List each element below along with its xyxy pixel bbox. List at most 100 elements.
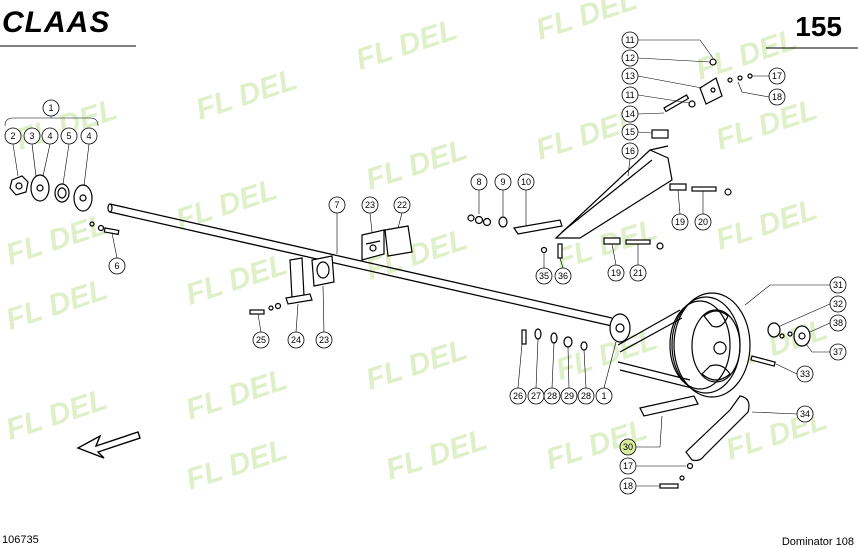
callout-c33: 33 — [796, 365, 814, 383]
callout-label: 31 — [833, 280, 843, 290]
washer-set-8-9 — [467, 214, 508, 228]
hub-parts — [767, 322, 811, 347]
callout-circle — [621, 105, 639, 123]
exploded-view — [4, 39, 831, 489]
callout-circle — [108, 257, 126, 275]
callout-circle — [607, 264, 625, 282]
callout-label: 2 — [10, 131, 15, 141]
callout-c16: 16 — [621, 142, 639, 160]
callout-c31: 31 — [829, 276, 847, 294]
watermark-text: FL DEL — [712, 193, 822, 257]
watermark-text: FL DEL — [382, 423, 492, 487]
callout-circle — [287, 331, 305, 349]
callout-c28a: 28 — [543, 387, 561, 405]
callout-circle — [4, 127, 22, 145]
watermark-text: FL DEL — [182, 248, 292, 312]
callout-circle — [543, 387, 561, 405]
callout-c3: 3 — [23, 127, 41, 145]
callout-label: 4 — [47, 131, 52, 141]
callout-circle — [796, 405, 814, 423]
callout-label: 14 — [625, 109, 635, 119]
callout-circle — [509, 387, 527, 405]
callout-label: 22 — [397, 200, 407, 210]
callout-c34: 34 — [796, 405, 814, 423]
callout-c25: 25 — [252, 331, 270, 349]
watermark-text: FL DEL — [192, 63, 302, 127]
page-number: 155 — [795, 11, 842, 42]
callout-label: 1 — [48, 103, 53, 113]
callout-c38: 38 — [829, 314, 847, 332]
callout-c26: 26 — [509, 387, 527, 405]
callout-label: 23 — [319, 335, 329, 345]
callout-label: 21 — [633, 268, 643, 278]
callout-label: 30 — [623, 442, 633, 452]
callout-label: 33 — [800, 369, 810, 379]
group-bracket-1 — [4, 117, 99, 127]
callout-c20: 20 — [694, 213, 712, 231]
callout-circle — [595, 387, 613, 405]
footer-reference: 106735 — [2, 534, 39, 546]
callout-label: 15 — [625, 127, 635, 137]
callout-circle — [619, 457, 637, 475]
bolt-6 — [89, 221, 120, 236]
callout-c11b: 11 — [621, 86, 639, 104]
nut-18 — [679, 475, 685, 481]
washer-17 — [686, 462, 694, 470]
callout-label: 19 — [675, 217, 685, 227]
callout-label: 3 — [29, 131, 34, 141]
callout-c8: 8 — [470, 173, 488, 191]
callout-c12: 12 — [621, 49, 639, 67]
callout-c4a: 4 — [41, 127, 59, 145]
callout-c2: 2 — [4, 127, 22, 145]
callout-c23a: 23 — [361, 196, 379, 214]
callout-label: 6 — [114, 261, 119, 271]
callout-c35: 35 — [535, 267, 553, 285]
callout-c17b: 17 — [619, 457, 637, 475]
bearing-housing-23 — [361, 225, 413, 261]
callout-c32: 32 — [829, 295, 847, 313]
watermark-text: FL DEL — [182, 363, 292, 427]
callout-c30: 30 — [619, 438, 637, 456]
callout-circle — [315, 331, 333, 349]
callout-circle — [796, 365, 814, 383]
callout-c7: 7 — [328, 196, 346, 214]
callout-label: 17 — [772, 71, 782, 81]
callout-label: 13 — [625, 71, 635, 81]
callout-label: 18 — [623, 481, 633, 491]
watermark-text: FL DEL — [552, 213, 662, 277]
watermark-text: FL DEL — [362, 133, 472, 197]
callout-c15: 15 — [621, 123, 639, 141]
callout-c19a: 19 — [671, 213, 689, 231]
callout-circle — [621, 142, 639, 160]
shield-34 — [685, 395, 750, 462]
callout-c10: 10 — [517, 173, 535, 191]
callout-label: 17 — [623, 461, 633, 471]
bolt-18 — [659, 483, 679, 489]
callout-circle — [494, 173, 512, 191]
bolt-33 — [750, 355, 776, 367]
spacer-bolts-19-20 — [603, 183, 732, 250]
bracket-arm-16 — [554, 145, 673, 239]
washer-35 — [540, 246, 548, 254]
callout-c17a: 17 — [768, 67, 786, 85]
callout-c28b: 28 — [577, 387, 595, 405]
watermark-text: FL DEL — [12, 93, 122, 157]
callout-c4b: 4 — [80, 127, 98, 145]
callout-c37: 37 — [829, 343, 847, 361]
callout-circle — [252, 331, 270, 349]
callout-label: 12 — [625, 53, 635, 63]
watermark-text: FL DEL — [172, 173, 282, 237]
callout-label: 5 — [66, 131, 71, 141]
callout-label: 35 — [539, 271, 549, 281]
callout-label: 18 — [772, 92, 782, 102]
callout-circle — [829, 276, 847, 294]
callout-circle — [629, 264, 647, 282]
callout-label: 28 — [581, 391, 591, 401]
callout-label: 25 — [256, 335, 266, 345]
callout-circle — [470, 173, 488, 191]
callout-c22: 22 — [393, 196, 411, 214]
callout-label: 27 — [531, 391, 541, 401]
callout-circle — [621, 123, 639, 141]
